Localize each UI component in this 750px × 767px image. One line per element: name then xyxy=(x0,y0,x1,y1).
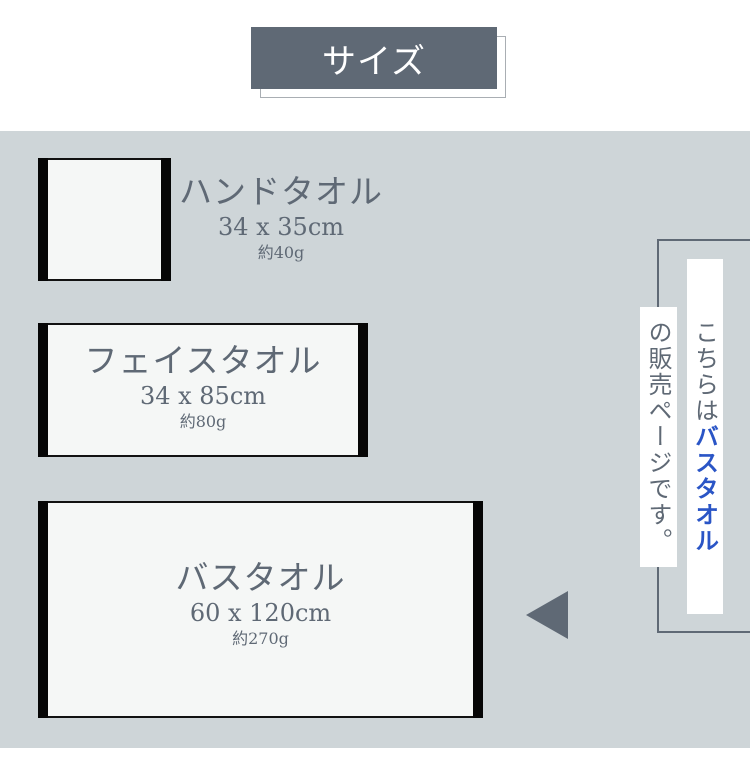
callout-highlight-product: バスタオル xyxy=(690,423,720,554)
towel-edge-right xyxy=(161,158,171,281)
towel-weight: 約80g xyxy=(179,412,227,431)
towel-weight: 約40g xyxy=(257,243,305,262)
towel-edge-left xyxy=(38,323,48,457)
section-title: サイズ xyxy=(251,27,497,89)
bath-towel-illustration xyxy=(38,501,483,718)
section-title-text: サイズ xyxy=(322,41,426,82)
towel-name: ハンドタオル xyxy=(179,172,383,211)
towel-dimensions: 34 x 85cm xyxy=(139,382,267,410)
towel-edge-right xyxy=(473,501,483,718)
bath-towel-label: バスタオル 60 x 120cm 約270g xyxy=(48,558,473,650)
towel-dimensions: 34 x 35cm xyxy=(217,213,345,241)
face-towel-illustration xyxy=(38,323,368,457)
callout-line-2: の販売ページです。 xyxy=(640,307,677,567)
hand-towel-label: ハンドタオル 34 x 35cm 約40g xyxy=(176,172,386,264)
towel-edge-left xyxy=(38,158,48,281)
towel-name: フェイスタオル xyxy=(84,341,322,380)
towel-weight: 約270g xyxy=(232,629,289,648)
hand-towel-illustration xyxy=(38,158,171,281)
callout-suffix: の販売ページです。 xyxy=(644,320,672,554)
towel-edge-left xyxy=(38,501,48,718)
towel-name: バスタオル xyxy=(175,558,346,597)
towel-edge-right xyxy=(358,323,368,457)
towel-dimensions: 60 x 120cm xyxy=(189,599,332,627)
left-triangle-icon xyxy=(526,591,568,639)
face-towel-label: フェイスタオル 34 x 85cm 約80g xyxy=(48,341,358,433)
callout-line-1: こちらはバスタオル xyxy=(687,259,723,614)
callout-prefix: こちらは xyxy=(690,319,719,424)
